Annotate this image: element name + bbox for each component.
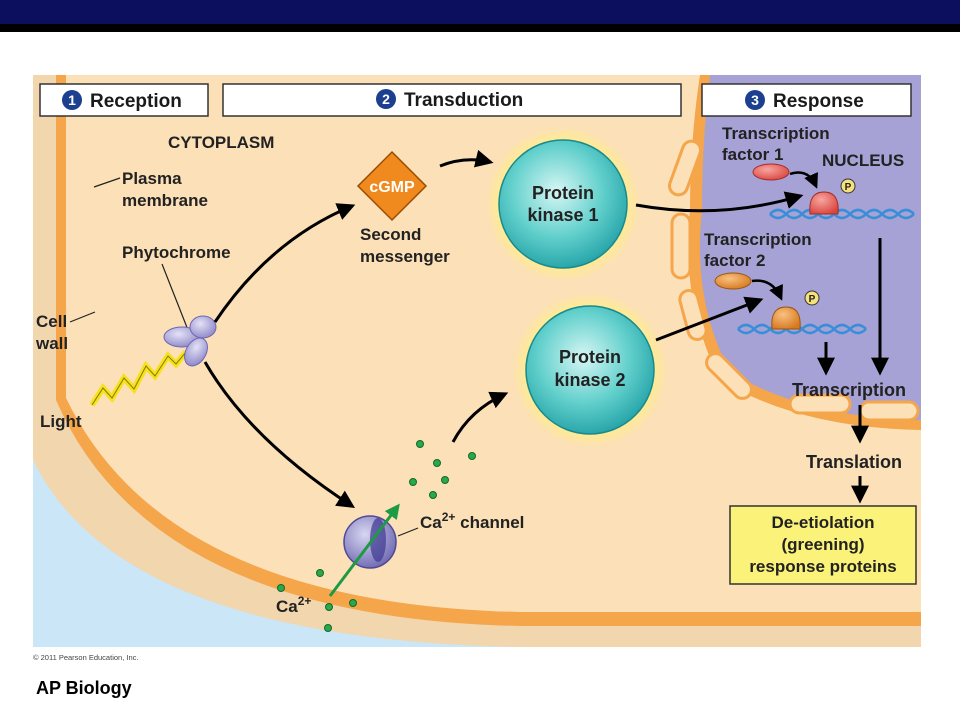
step-2-label: Transduction [404, 90, 523, 111]
step-3-number: 3 [751, 92, 759, 108]
phosphate-2-icon [804, 290, 820, 306]
arrow-cgmp-to-kinase1 [439, 149, 494, 168]
phytochrome-label: Phytochrome [122, 243, 231, 262]
svg-text:response proteins: response proteins [749, 557, 896, 576]
svg-text:kinase 2: kinase 2 [554, 370, 625, 390]
svg-text:De-etiolation: De-etiolation [772, 513, 875, 532]
arrow-to-cgmp [213, 203, 356, 323]
svg-text:Protein: Protein [559, 347, 621, 367]
transcription-factor-1-bound [809, 191, 839, 215]
arrow-tf1-activation [789, 171, 818, 189]
nucleus-region [699, 75, 921, 420]
transcription-label: Transcription [792, 380, 906, 400]
svg-text:membrane: membrane [122, 191, 208, 210]
footer-course-title: AP Biology [36, 678, 132, 698]
nuclear-pores [668, 139, 920, 422]
phytochrome-receptor [163, 315, 217, 367]
svg-text:Second: Second [360, 225, 421, 244]
ca-ion-label: Ca2+ [276, 594, 311, 616]
cell-wall-label: Cell wall [35, 312, 68, 353]
svg-text:wall: wall [35, 334, 68, 353]
svg-text:Transcription: Transcription [722, 124, 830, 143]
step-1-label: Reception [90, 91, 182, 112]
dna-strand-2 [737, 323, 867, 335]
cell-wall-pointer [69, 311, 96, 323]
protein-kinase-1: Protein kinase 1 [485, 126, 641, 282]
svg-text:Cell: Cell [36, 312, 67, 331]
svg-text:Transcription: Transcription [704, 230, 812, 249]
arrow-tf2-activation [751, 279, 783, 301]
protein-kinase-2: Protein kinase 2 [512, 292, 668, 448]
response-proteins-box: De-etiolation (greening) response protei… [729, 505, 917, 585]
copyright-text: © 2011 Pearson Education, Inc. [33, 653, 138, 662]
header-bar-shadow [0, 24, 960, 32]
transcription-factor-1 [752, 163, 790, 181]
dna-strand-1 [769, 208, 915, 220]
step-3-label: Response [773, 91, 864, 112]
plasma-membrane-pointer [93, 177, 121, 188]
nucleus-label: NUCLEUS [822, 151, 904, 170]
cgmp-label: cGMP [369, 179, 415, 196]
ca-channel-label: Ca2+ channel [420, 510, 524, 532]
transcription-factor-2 [714, 272, 752, 290]
second-messenger-label: Second messenger [360, 225, 450, 266]
header-bar [0, 0, 960, 24]
arrow-kinase1-to-tf1 [635, 191, 804, 213]
cytoplasm-label: CYTOPLASM [168, 133, 274, 152]
translation-label: Translation [806, 452, 902, 472]
step-2-number: 2 [382, 91, 390, 107]
phosphate-2-label: P [809, 294, 816, 305]
svg-text:messenger: messenger [360, 247, 450, 266]
svg-text:(greening): (greening) [781, 535, 864, 554]
svg-text:factor 1: factor 1 [722, 145, 783, 164]
transcription-factor-2-label: Transcription factor 2 [704, 230, 812, 270]
ca-channel-pointer [397, 527, 419, 537]
step-response-box: 3 Response [701, 83, 912, 117]
arrow-ca-to-kinase2 [451, 391, 509, 443]
plasma-membrane-label: Plasma membrane [122, 169, 208, 210]
transcription-factor-1-label: Transcription factor 1 [722, 124, 830, 164]
phosphate-1-icon [840, 178, 856, 194]
step-transduction-box: 2 Transduction [222, 83, 682, 117]
svg-text:Protein: Protein [532, 183, 594, 203]
arrow-to-ca-channel [203, 361, 356, 508]
light-ray-outline [91, 351, 187, 406]
svg-text:kinase 1: kinase 1 [527, 205, 598, 225]
step-reception-box: 1 Reception [39, 83, 209, 117]
phosphate-1-label: P [845, 182, 852, 193]
arrow-kinase2-to-tf2 [655, 296, 764, 342]
ca-influx-arrow [328, 503, 400, 597]
step-1-number: 1 [68, 92, 76, 108]
svg-text:Plasma: Plasma [122, 169, 182, 188]
light-label: Light [40, 412, 82, 431]
svg-text:factor 2: factor 2 [704, 251, 765, 270]
cgmp-second-messenger: cGMP [356, 150, 428, 222]
transcription-factor-2-bound [771, 306, 801, 330]
phytochrome-pointer [161, 263, 189, 331]
calcium-ions [277, 440, 476, 632]
